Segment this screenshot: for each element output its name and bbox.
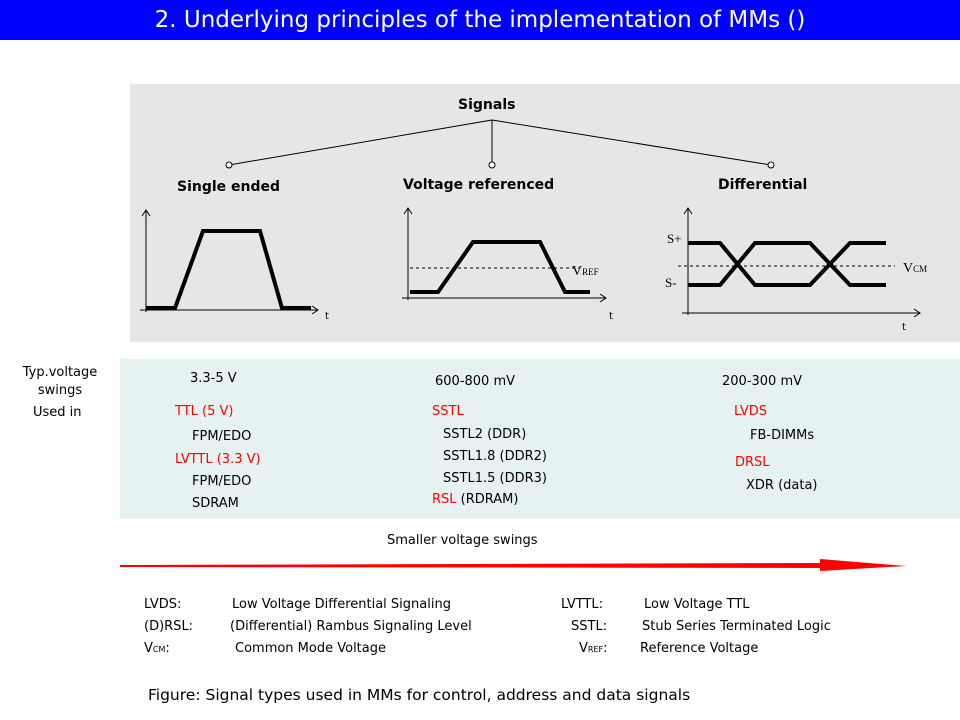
- slide-title: 2. Underlying principles of the implemen…: [154, 7, 806, 33]
- diagram-panel: [130, 84, 960, 342]
- vref-label: VREF: [572, 264, 599, 279]
- glossary-term: (D)RSL:: [144, 619, 194, 634]
- glossary-term: SSTL:: [571, 619, 608, 634]
- branch-differential: Differential: [718, 177, 808, 193]
- col1-std1: TTL (5 V): [175, 404, 234, 419]
- glossary-term-vcm: VCM:: [144, 641, 170, 656]
- glossary-def: Low Voltage TTL: [644, 597, 750, 612]
- col3-std2: DRSL: [735, 455, 770, 470]
- axis-t-3: t: [902, 322, 906, 333]
- table-panel: [120, 359, 960, 519]
- single-ended-plot: [140, 209, 319, 315]
- glossary-def: Reference Voltage: [640, 641, 759, 656]
- glossary-term-vref: VREF:: [579, 641, 608, 656]
- col1-std2-use: FPM/EDO: [192, 474, 252, 489]
- glossary-term: LVDS:: [144, 597, 182, 612]
- root-label: Signals: [458, 97, 516, 113]
- figure-caption: Figure: Signal types used in MMs for con…: [148, 686, 691, 704]
- glossary-term: LVTTL:: [561, 597, 603, 612]
- vcm-label: VCM: [903, 261, 928, 276]
- col2-std1-use: SSTL1.5 (DDR3): [443, 471, 547, 486]
- glossary-def: Stub Series Terminated Logic: [642, 619, 831, 634]
- col1-std2: LVTTL (3.3 V): [175, 452, 261, 467]
- glossary-def: Low Voltage Differential Signaling: [232, 597, 451, 612]
- title-bar: [0, 0, 960, 40]
- col3-std1: LVDS: [734, 404, 767, 419]
- col2-std1-use: SSTL2 (DDR): [443, 427, 527, 442]
- col2-std1-use: SSTL1.8 (DDR2): [443, 449, 547, 464]
- col2-std2: RSL: [432, 492, 457, 507]
- differential-plot: [678, 207, 921, 318]
- col2-std2-row: RSL (RDRAM): [432, 492, 518, 507]
- axis-t-2: t: [609, 311, 613, 322]
- col2-swing: 600-800 mV: [435, 374, 516, 389]
- glossary-def: Common Mode Voltage: [235, 641, 386, 656]
- row-label-used-in: Used in: [33, 405, 82, 420]
- row-label-swings: Typ.voltage swings: [22, 365, 98, 398]
- voltage-referenced-plot: [402, 207, 607, 303]
- signal-tree: [225, 119, 775, 169]
- col3-std2-use: XDR (data): [746, 478, 818, 493]
- smaller-swings-arrow: [120, 559, 906, 571]
- col2-std1: SSTL: [432, 404, 464, 419]
- glossary-def: (Differential) Rambus Signaling Level: [230, 619, 472, 634]
- col1-std1-use: FPM/EDO: [192, 429, 252, 444]
- arrow-label: Smaller voltage swings: [387, 533, 538, 548]
- axis-t-1: t: [325, 311, 329, 322]
- col1-std2-use: SDRAM: [192, 496, 239, 511]
- branch-voltage-referenced: Voltage referenced: [403, 177, 555, 193]
- col3-std1-use: FB-DIMMs: [750, 428, 815, 443]
- branch-single-ended: Single ended: [177, 179, 281, 195]
- col2-std2-suffix: (RDRAM): [460, 492, 519, 507]
- s-minus-label: S-: [665, 275, 677, 290]
- col3-swing: 200-300 mV: [722, 374, 803, 389]
- s-plus-label: S+: [667, 231, 682, 246]
- col1-swing: 3.3-5 V: [190, 371, 237, 386]
